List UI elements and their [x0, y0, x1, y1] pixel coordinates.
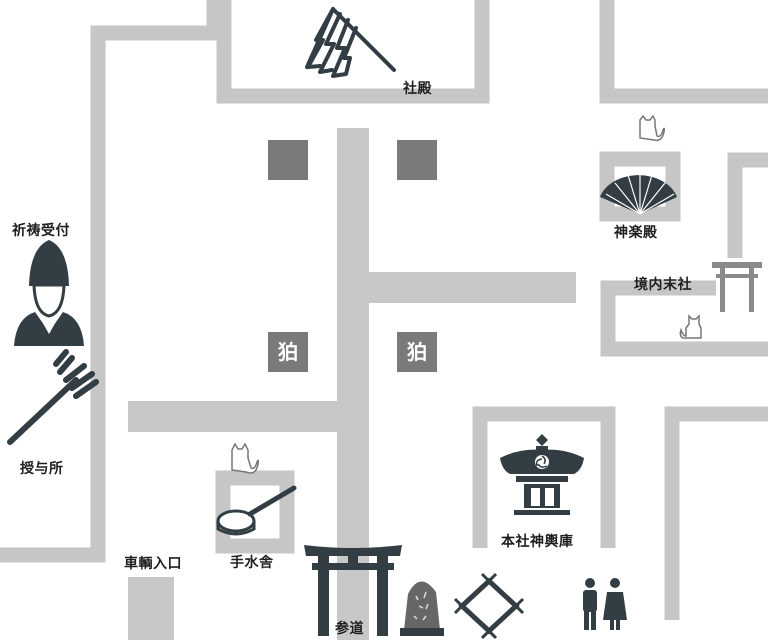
diamond-icon: [453, 572, 525, 640]
priest-icon: [14, 240, 84, 346]
left-wall: [0, 0, 222, 563]
mikoshi-ko-frame: [472, 406, 616, 548]
cat-icon: [639, 114, 666, 142]
temizuya-frame: [215, 470, 295, 554]
label-juyosho: 授与所: [20, 461, 64, 477]
label-honsha-mikoshi-ko: 本社神輿庫: [501, 534, 574, 550]
keidai-massha-enclosure: [600, 280, 768, 357]
label-temizuya: 手水舎: [230, 555, 274, 571]
cat-icon: [231, 442, 260, 474]
komainu-left: 狛: [268, 332, 308, 372]
bottom-left-road: [128, 577, 174, 640]
shaden-icon: [305, 7, 396, 78]
lantern-block-left: [268, 140, 308, 180]
top-right-enclosure: [599, 0, 768, 104]
lantern-block-right: [397, 140, 437, 180]
stone-monument-icon: [400, 581, 444, 636]
restroom-icon: [583, 578, 627, 630]
west-road: [128, 401, 337, 432]
mikoshi-icon: [500, 434, 584, 515]
label-keidai-massha: 境内末社: [634, 277, 692, 293]
fan-icon: [600, 172, 677, 215]
komainu-right: 狛: [397, 332, 437, 372]
map-paths: [0, 0, 768, 620]
label-sharyo-iriguchi: 車輌入口: [124, 556, 182, 572]
right-wall-segment: [727, 152, 768, 258]
torii-small-icon: [712, 262, 762, 312]
ladle-icon: [216, 485, 297, 536]
label-sando: 参道: [335, 621, 364, 637]
label-kagura-den: 神楽殿: [614, 225, 658, 241]
arrow-icon: [7, 349, 99, 445]
label-kito-uketsuke: 祈祷受付: [12, 223, 70, 239]
east-road: [369, 272, 576, 303]
torii-icon: [304, 545, 402, 636]
cat-icon: [679, 314, 702, 339]
bottom-right-enclosure: [664, 406, 768, 620]
label-shaden: 社殿: [403, 81, 432, 97]
shaden-enclosure: [216, 0, 490, 104]
